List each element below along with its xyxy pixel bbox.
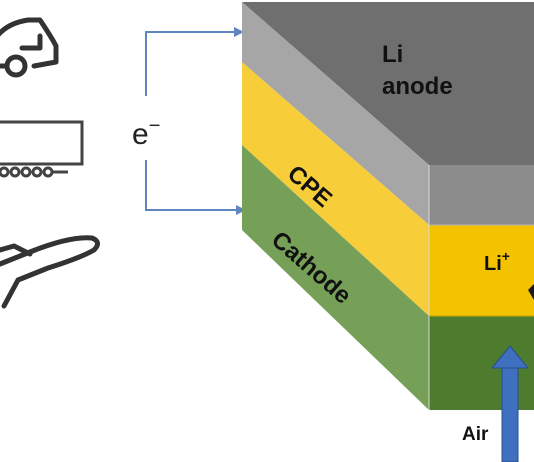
electron-label: e [132,118,149,151]
external-circuit: e− [132,27,246,215]
electron-charge: − [149,115,161,137]
anode-front-face [242,2,429,225]
air-arrow-icon [490,345,530,462]
ion-charge: + [502,248,510,264]
truck-icon [0,120,84,178]
airplane-icon [0,235,100,309]
air-label: Air [462,424,489,445]
anode-side-face [429,165,534,225]
anode-label-line2: anode [382,73,453,100]
battery-stack [242,2,534,410]
cathode-front-face [242,145,429,410]
ion-arrow-icon [528,284,534,300]
cpe-front-face [242,62,429,316]
car-icon [0,17,59,78]
ion-label: Li+ [484,248,510,275]
svg-text:e−: e− [132,115,160,151]
anode-label-line1: Li [382,41,403,68]
cpe-side-face [429,225,534,316]
wire-bottom [145,160,246,215]
anode-top-face [242,2,534,165]
wire-top [145,27,244,96]
